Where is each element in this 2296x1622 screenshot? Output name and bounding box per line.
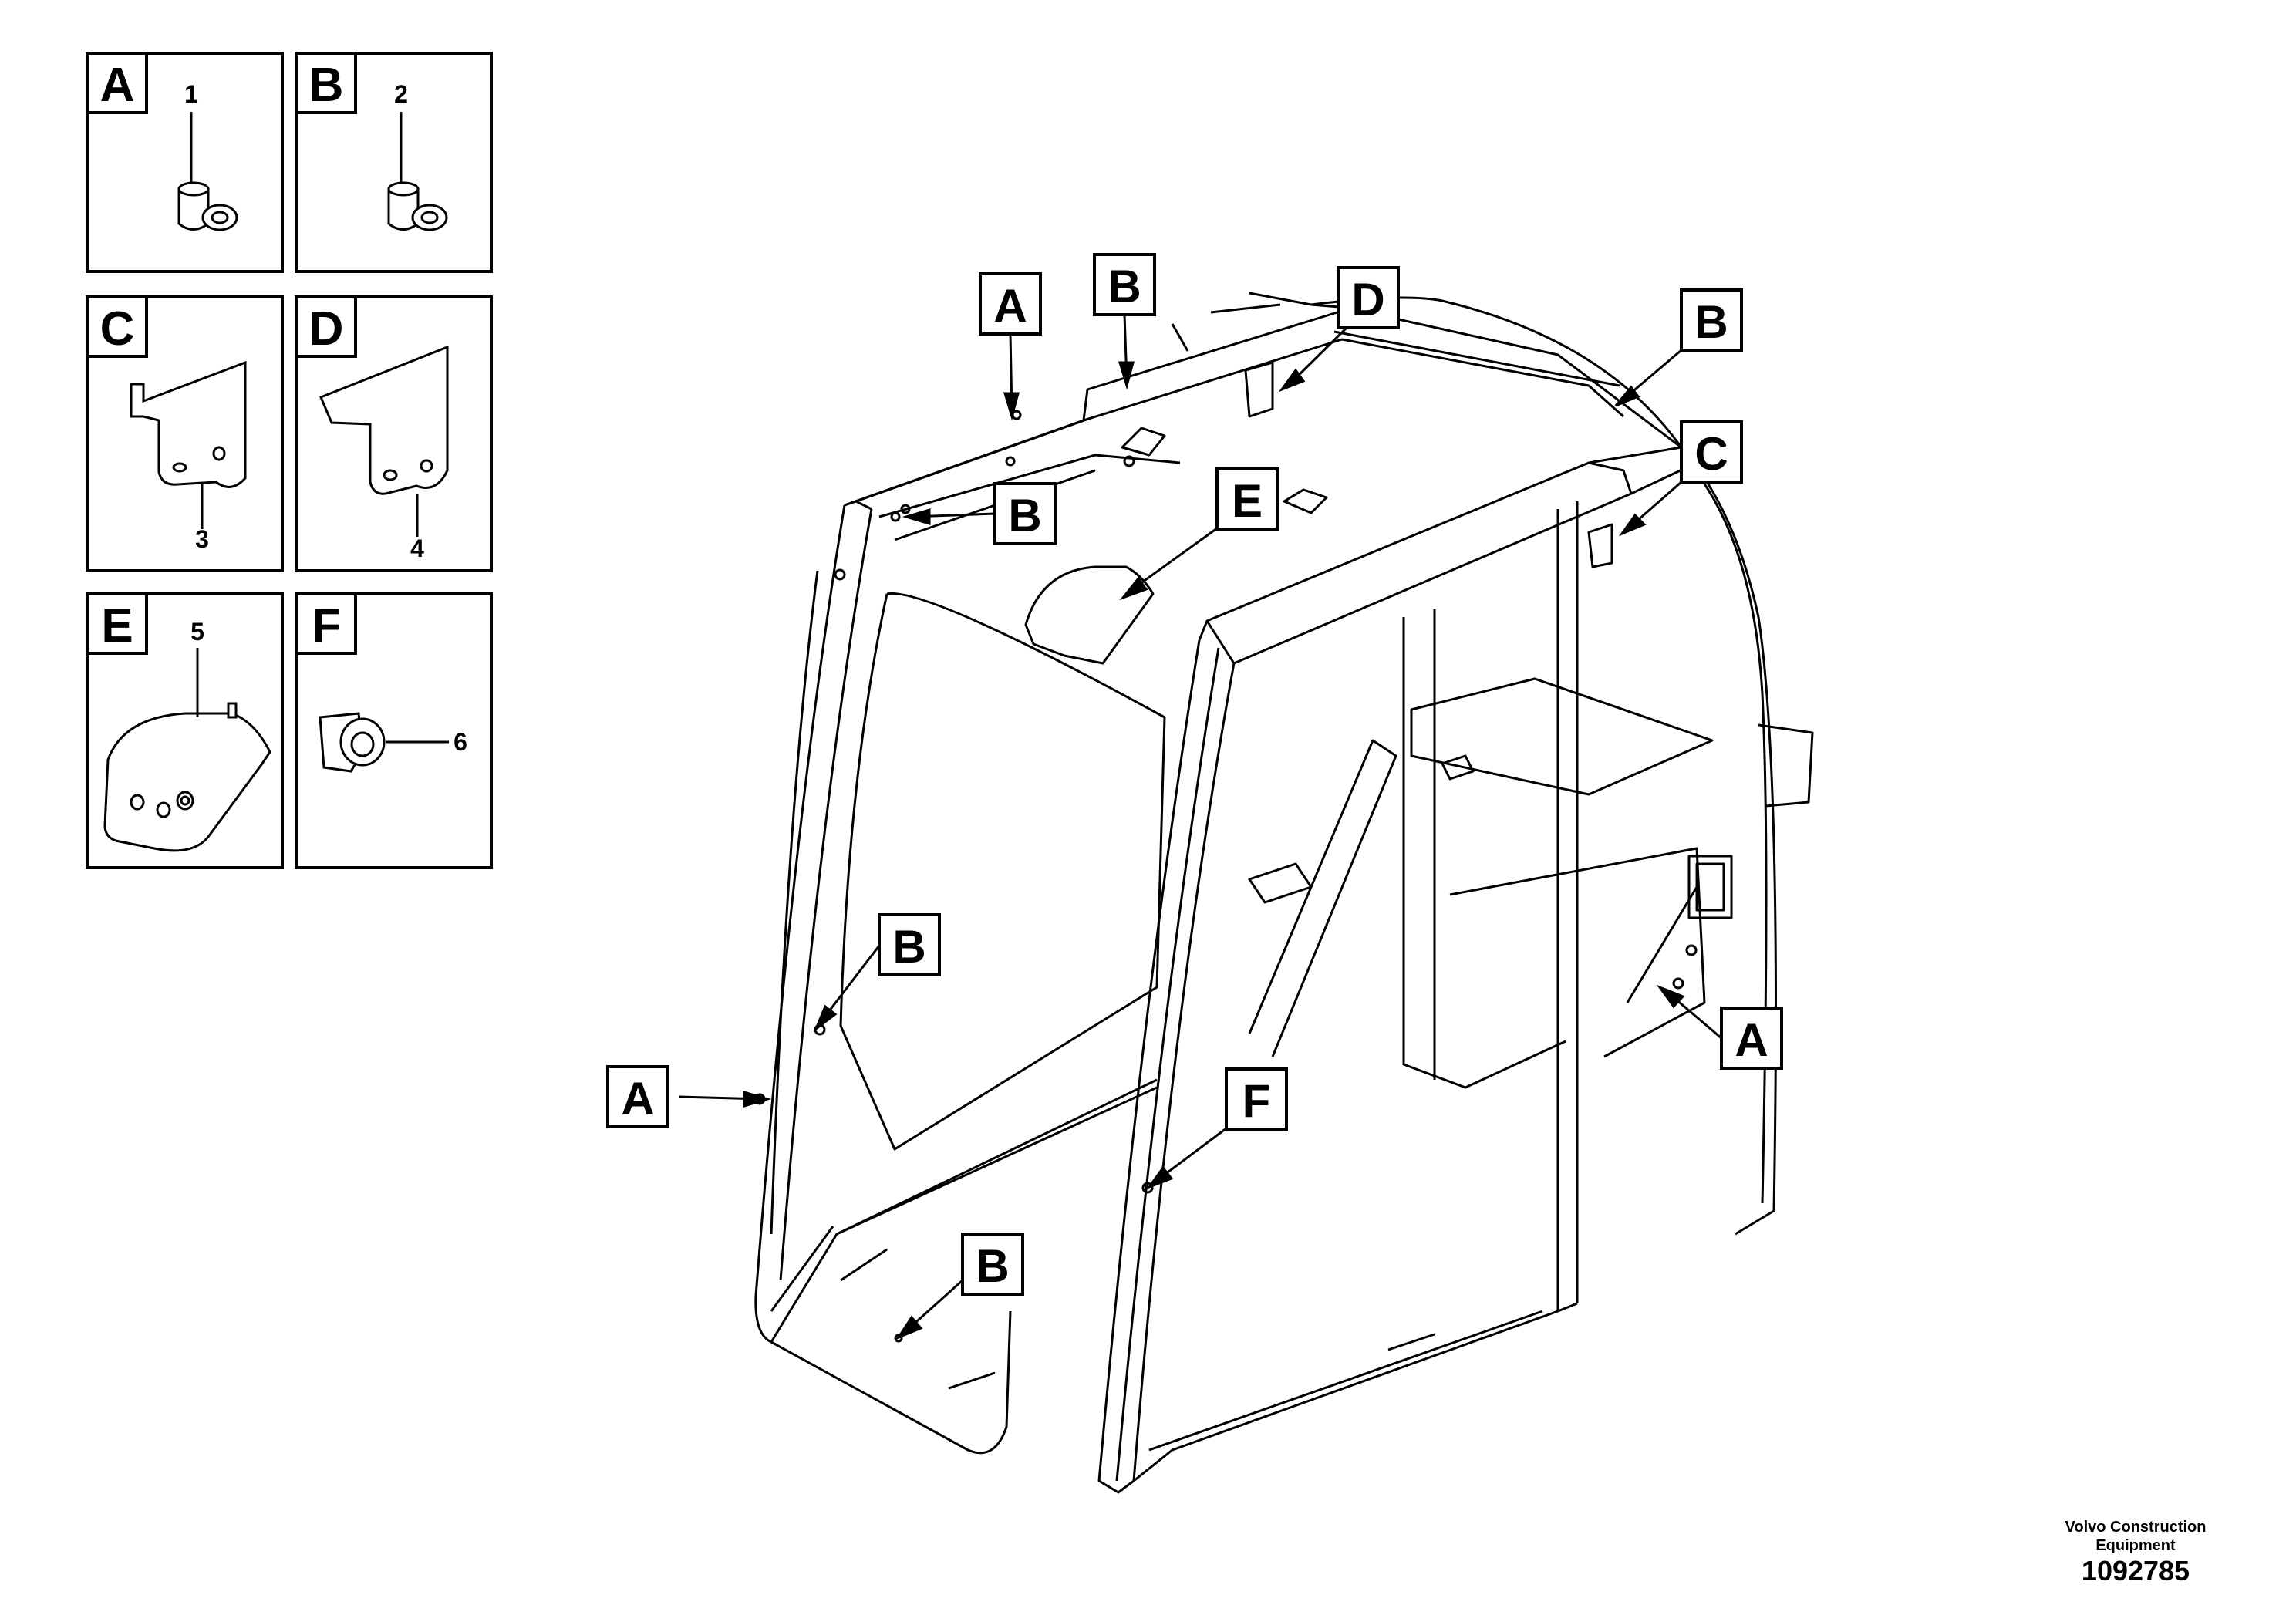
- callout-label: E: [1232, 475, 1263, 527]
- legend-number-3: 3: [195, 525, 209, 553]
- callout-label: B: [976, 1240, 1009, 1292]
- legend-cell-c-frame: [86, 295, 284, 572]
- callout-label: A: [993, 280, 1027, 332]
- callout-box: [979, 272, 1042, 336]
- callout-box: [878, 913, 941, 976]
- cab-frame-drawing: [754, 292, 1814, 1494]
- legend-letter-box-e: [86, 592, 148, 655]
- callout-label: C: [1694, 428, 1728, 480]
- callout-label: D: [1351, 274, 1384, 325]
- legend-cell-f-frame: [295, 592, 493, 869]
- callout-label: B: [1108, 261, 1141, 312]
- bracket-plate-icon: [319, 345, 449, 537]
- rivet-nut-icon: [387, 112, 448, 231]
- legend-cell-e-frame: [86, 592, 284, 869]
- legend-letter-d: D: [309, 302, 344, 356]
- callout-box: [1720, 1007, 1783, 1070]
- callout-box: [606, 1065, 669, 1128]
- callout-label: F: [1242, 1075, 1271, 1127]
- legend-letter-c: C: [100, 302, 135, 356]
- legend-number-5: 5: [190, 618, 204, 646]
- callout-label: B: [892, 921, 925, 973]
- callout-leaders: [678, 314, 1722, 1340]
- drawing-code: 1092785: [2081, 1555, 2190, 1587]
- brand-line-2: Equipment: [2095, 1537, 2176, 1554]
- brand-line-1: Volvo Construction: [2065, 1519, 2207, 1536]
- bracket-plate-icon: [130, 360, 247, 529]
- legend-letter-box-c: [86, 295, 148, 358]
- grommet-icon: [319, 712, 449, 773]
- callout-box: [1337, 266, 1400, 329]
- callout-box: [1680, 420, 1743, 484]
- callout-box: [961, 1233, 1024, 1296]
- legend-letter-a: A: [100, 59, 135, 112]
- legend-letter-b: B: [309, 59, 344, 112]
- legend-cell-a-frame: [86, 52, 284, 273]
- legend-number-4: 4: [410, 534, 424, 562]
- callout-box: [1680, 288, 1743, 352]
- legend-number-6: 6: [453, 728, 467, 756]
- callout-box: [993, 482, 1057, 545]
- legend-letter-e: E: [101, 599, 133, 653]
- legend-letter-box-b: [295, 52, 357, 114]
- publisher-caption: Volvo Construction Equipment 1092785: [2020, 1518, 2251, 1587]
- legend-number-2: 2: [394, 80, 408, 108]
- rivet-nut-icon: [177, 112, 238, 231]
- legend-cell-b-frame: [295, 52, 493, 273]
- callout-label: A: [621, 1073, 654, 1125]
- callout-box: [1215, 467, 1279, 531]
- legend-letter-f: F: [312, 599, 341, 653]
- callout-label: B: [1008, 490, 1041, 541]
- legend-letter-box-f: [295, 592, 357, 655]
- legend-cell-d-frame: [295, 295, 493, 572]
- legend-letter-box-d: [295, 295, 357, 358]
- legend-letter-box-a: [86, 52, 148, 114]
- cover-cap-icon: [103, 648, 271, 852]
- callout-box: [1093, 253, 1156, 316]
- callout-label: A: [1735, 1014, 1768, 1066]
- legend-number-1: 1: [184, 80, 198, 108]
- callout-label: B: [1694, 296, 1728, 348]
- callout-box: [1225, 1067, 1288, 1131]
